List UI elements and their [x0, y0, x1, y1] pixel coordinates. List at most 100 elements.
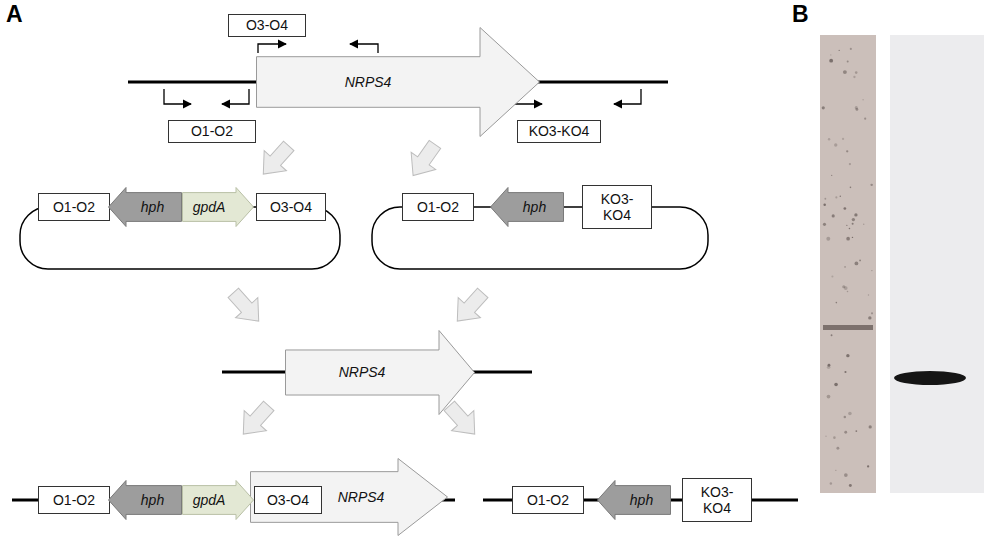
blot-speckle: [834, 383, 838, 387]
blot-speckle: [844, 266, 845, 267]
primer-arrow: [258, 44, 286, 53]
gene-arrow: hph: [108, 480, 182, 520]
primer-box: O1-O2: [38, 486, 110, 514]
primer-name: O1-O2: [417, 199, 459, 215]
blot-speckle: [849, 484, 852, 487]
blot-speckle: [822, 106, 825, 109]
blot-speckle: [831, 275, 833, 277]
blot-speckle: [864, 118, 866, 120]
blot-speckle: [826, 237, 830, 241]
primer-name: O3-O4: [270, 199, 312, 215]
gene-name: NRPS4: [345, 74, 392, 90]
blot-speckle: [834, 143, 837, 146]
blot-speckle: [835, 470, 836, 471]
primer-arrow: [164, 89, 191, 104]
gene-name: hph: [630, 492, 653, 508]
process-arrow: [252, 136, 300, 184]
blot-speckle: [844, 416, 846, 418]
blot-speckle: [846, 354, 849, 357]
gene-arrow: hph: [108, 187, 182, 227]
blot-speckle: [830, 482, 832, 484]
arrow-shape: [256, 27, 540, 137]
blot-speckle: [844, 431, 847, 434]
blot-speckle: [828, 364, 831, 367]
process-arrow: [232, 396, 280, 444]
blot-speckle: [829, 59, 833, 63]
panel-label: A: [6, 1, 23, 28]
blot-speckle: [859, 260, 861, 262]
gene-name: hph: [523, 199, 546, 215]
arrow-outline: [109, 481, 182, 520]
gene-name: gpdA: [193, 199, 226, 215]
gene-name: NRPS4: [339, 364, 386, 380]
blot-speckle: [844, 473, 848, 477]
blot-speckle: [832, 214, 835, 217]
primer-name: KO3-KO4: [529, 123, 590, 139]
blot-speckle: [830, 54, 831, 55]
blot-speckle: [863, 224, 864, 225]
blot-speckle: [836, 447, 839, 450]
blot-band: [894, 371, 966, 385]
blot-speckle: [847, 61, 849, 63]
blot-speckle: [868, 294, 869, 295]
blot-speckle: [835, 196, 837, 198]
blot-speckle: [842, 138, 844, 140]
blot-speckle: [850, 187, 852, 189]
blot-speckle: [831, 334, 833, 336]
blot-speckle: [852, 223, 854, 225]
gene-arrow: hph: [597, 480, 671, 520]
gene-arrow: hph: [490, 187, 564, 227]
primer-box: O3-O4: [228, 14, 306, 37]
primer-box: O1-O2: [38, 193, 110, 221]
gene-arrow: gpdA: [182, 187, 254, 227]
blot-speckle: [836, 302, 838, 304]
primer-name: O1-O2: [53, 199, 95, 215]
gene-name: NRPS4: [338, 489, 385, 505]
arrow-outline: [257, 28, 540, 137]
primer-arrow: [614, 89, 641, 104]
arrow-outline: [183, 481, 254, 520]
primer-box: KO3- KO4: [582, 185, 652, 229]
arrow-outline: [251, 459, 448, 536]
primer-box: KO3-KO4: [517, 120, 601, 143]
primer-box: O3-O4: [256, 193, 326, 221]
gene-arrow: NRPS4: [285, 330, 475, 415]
blot-speckle: [843, 70, 847, 74]
blot-speckle: [839, 50, 840, 51]
gene-arrow: gpdA: [182, 480, 254, 520]
blot-speckle: [852, 237, 853, 238]
blot-speckle: [850, 48, 852, 50]
primer-box: KO3- KO4: [682, 478, 752, 522]
blot-speckle: [846, 237, 850, 241]
blot-speckle: [824, 198, 826, 200]
primer-box: O3-O4: [254, 486, 322, 514]
blot-speckle: [846, 150, 848, 152]
blot-speckle: [828, 138, 830, 140]
blot-speckle: [871, 312, 873, 314]
arrow-outline: [286, 331, 475, 415]
blot-speckle: [847, 291, 849, 293]
blot-speckle: [849, 228, 851, 230]
blot-speckle: [855, 430, 857, 432]
gene-name: hph: [141, 199, 164, 215]
blot-band: [823, 325, 873, 330]
blot-speckle: [870, 184, 872, 186]
process-arrow: [401, 136, 447, 184]
blot-speckle: [862, 99, 864, 101]
blot-speckle: [823, 204, 826, 207]
blot-speckle: [848, 412, 852, 416]
process-arrow: [446, 283, 494, 331]
blot-speckle: [827, 395, 831, 399]
western-blot: [890, 35, 984, 493]
blot-speckle: [825, 436, 826, 437]
primer-name: O1-O2: [191, 123, 233, 139]
primer-name: O3-O4: [267, 492, 309, 508]
panel-label: B: [792, 1, 809, 28]
blot-speckle: [852, 218, 855, 221]
gene-name: hph: [141, 492, 164, 508]
western-blot: [820, 35, 876, 493]
arrow-outline: [598, 481, 671, 520]
blot-speckle: [849, 163, 851, 165]
arrow-outline: [183, 188, 254, 227]
